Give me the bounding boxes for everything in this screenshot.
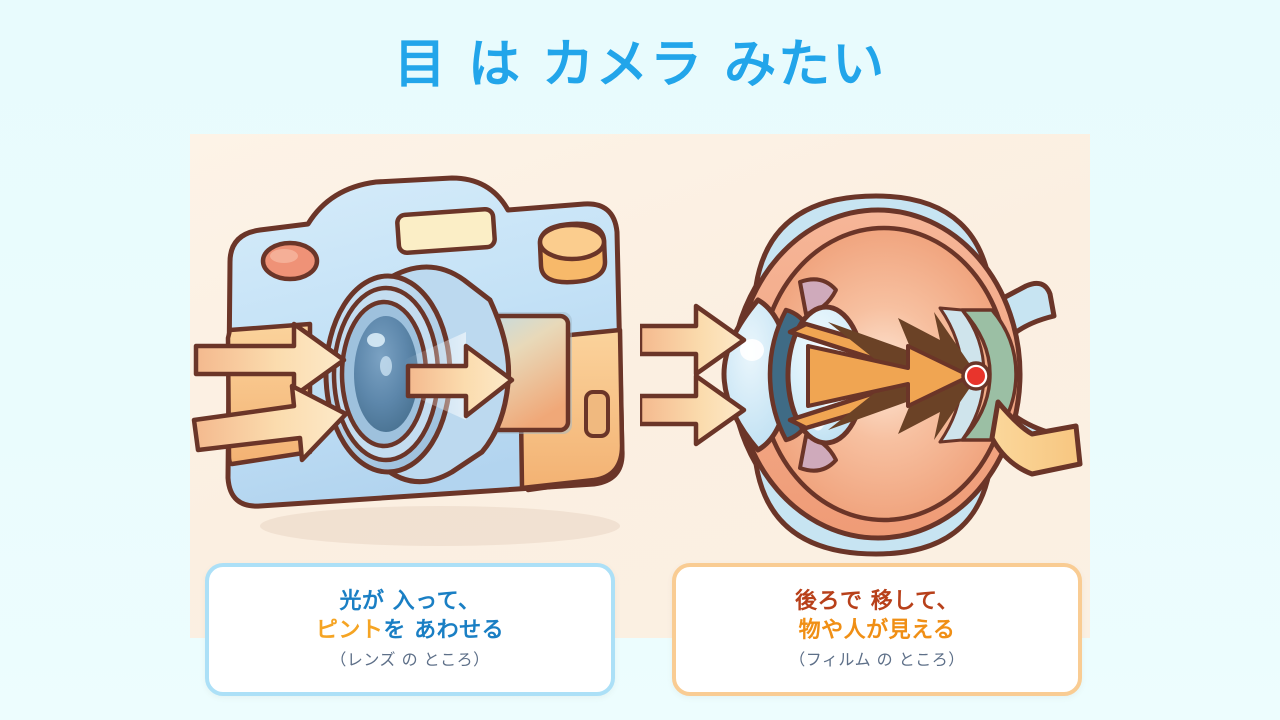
camera-lcd-window [395,206,497,256]
camera-shadow [260,506,620,546]
eye-light-arrow-lower [640,373,747,447]
camera-caption-sub: （レンズ の ところ） [330,650,490,670]
camera-caption-line1: 光が 入って、 [339,588,481,614]
camera-caption-card: 光が 入って、 ピントを あわせる （レンズ の ところ） [205,563,615,696]
eye-light-arrow-upper [640,303,747,377]
eye-focus-arrow [806,344,972,408]
eye-caption-sub: （フィルム の ところ） [789,650,965,670]
camera-focus-arrow [405,343,515,419]
eye-caption-card: 後ろで 移して、 物や人が見える （フィルム の ところ） [672,563,1082,696]
eye-cornea-highlight [740,339,764,361]
camera-caption-line2: ピントを あわせる [316,616,504,645]
camera-port [584,390,610,438]
eye-caption-line1: 後ろで 移して、 [795,588,959,614]
camera-illustration [190,134,660,638]
page-title: 目 は カメラ みたい [393,35,887,95]
eye-diagram-illustration [640,134,1090,638]
illustration-panel [190,134,1090,638]
camera-light-arrow-upper [193,321,347,399]
camera-light-arrow-lower [191,383,349,463]
camera-caption-line2-rest: を あわせる [383,618,505,643]
camera-caption-highlight: ピント [315,618,384,643]
eye-macula-center [967,367,985,385]
camera-shutter-button-highlight [270,249,298,263]
camera-mode-dial[interactable] [537,221,608,285]
eye-optic-nerve [989,399,1083,477]
eye-caption-line2: 物や人が見える [798,618,956,643]
